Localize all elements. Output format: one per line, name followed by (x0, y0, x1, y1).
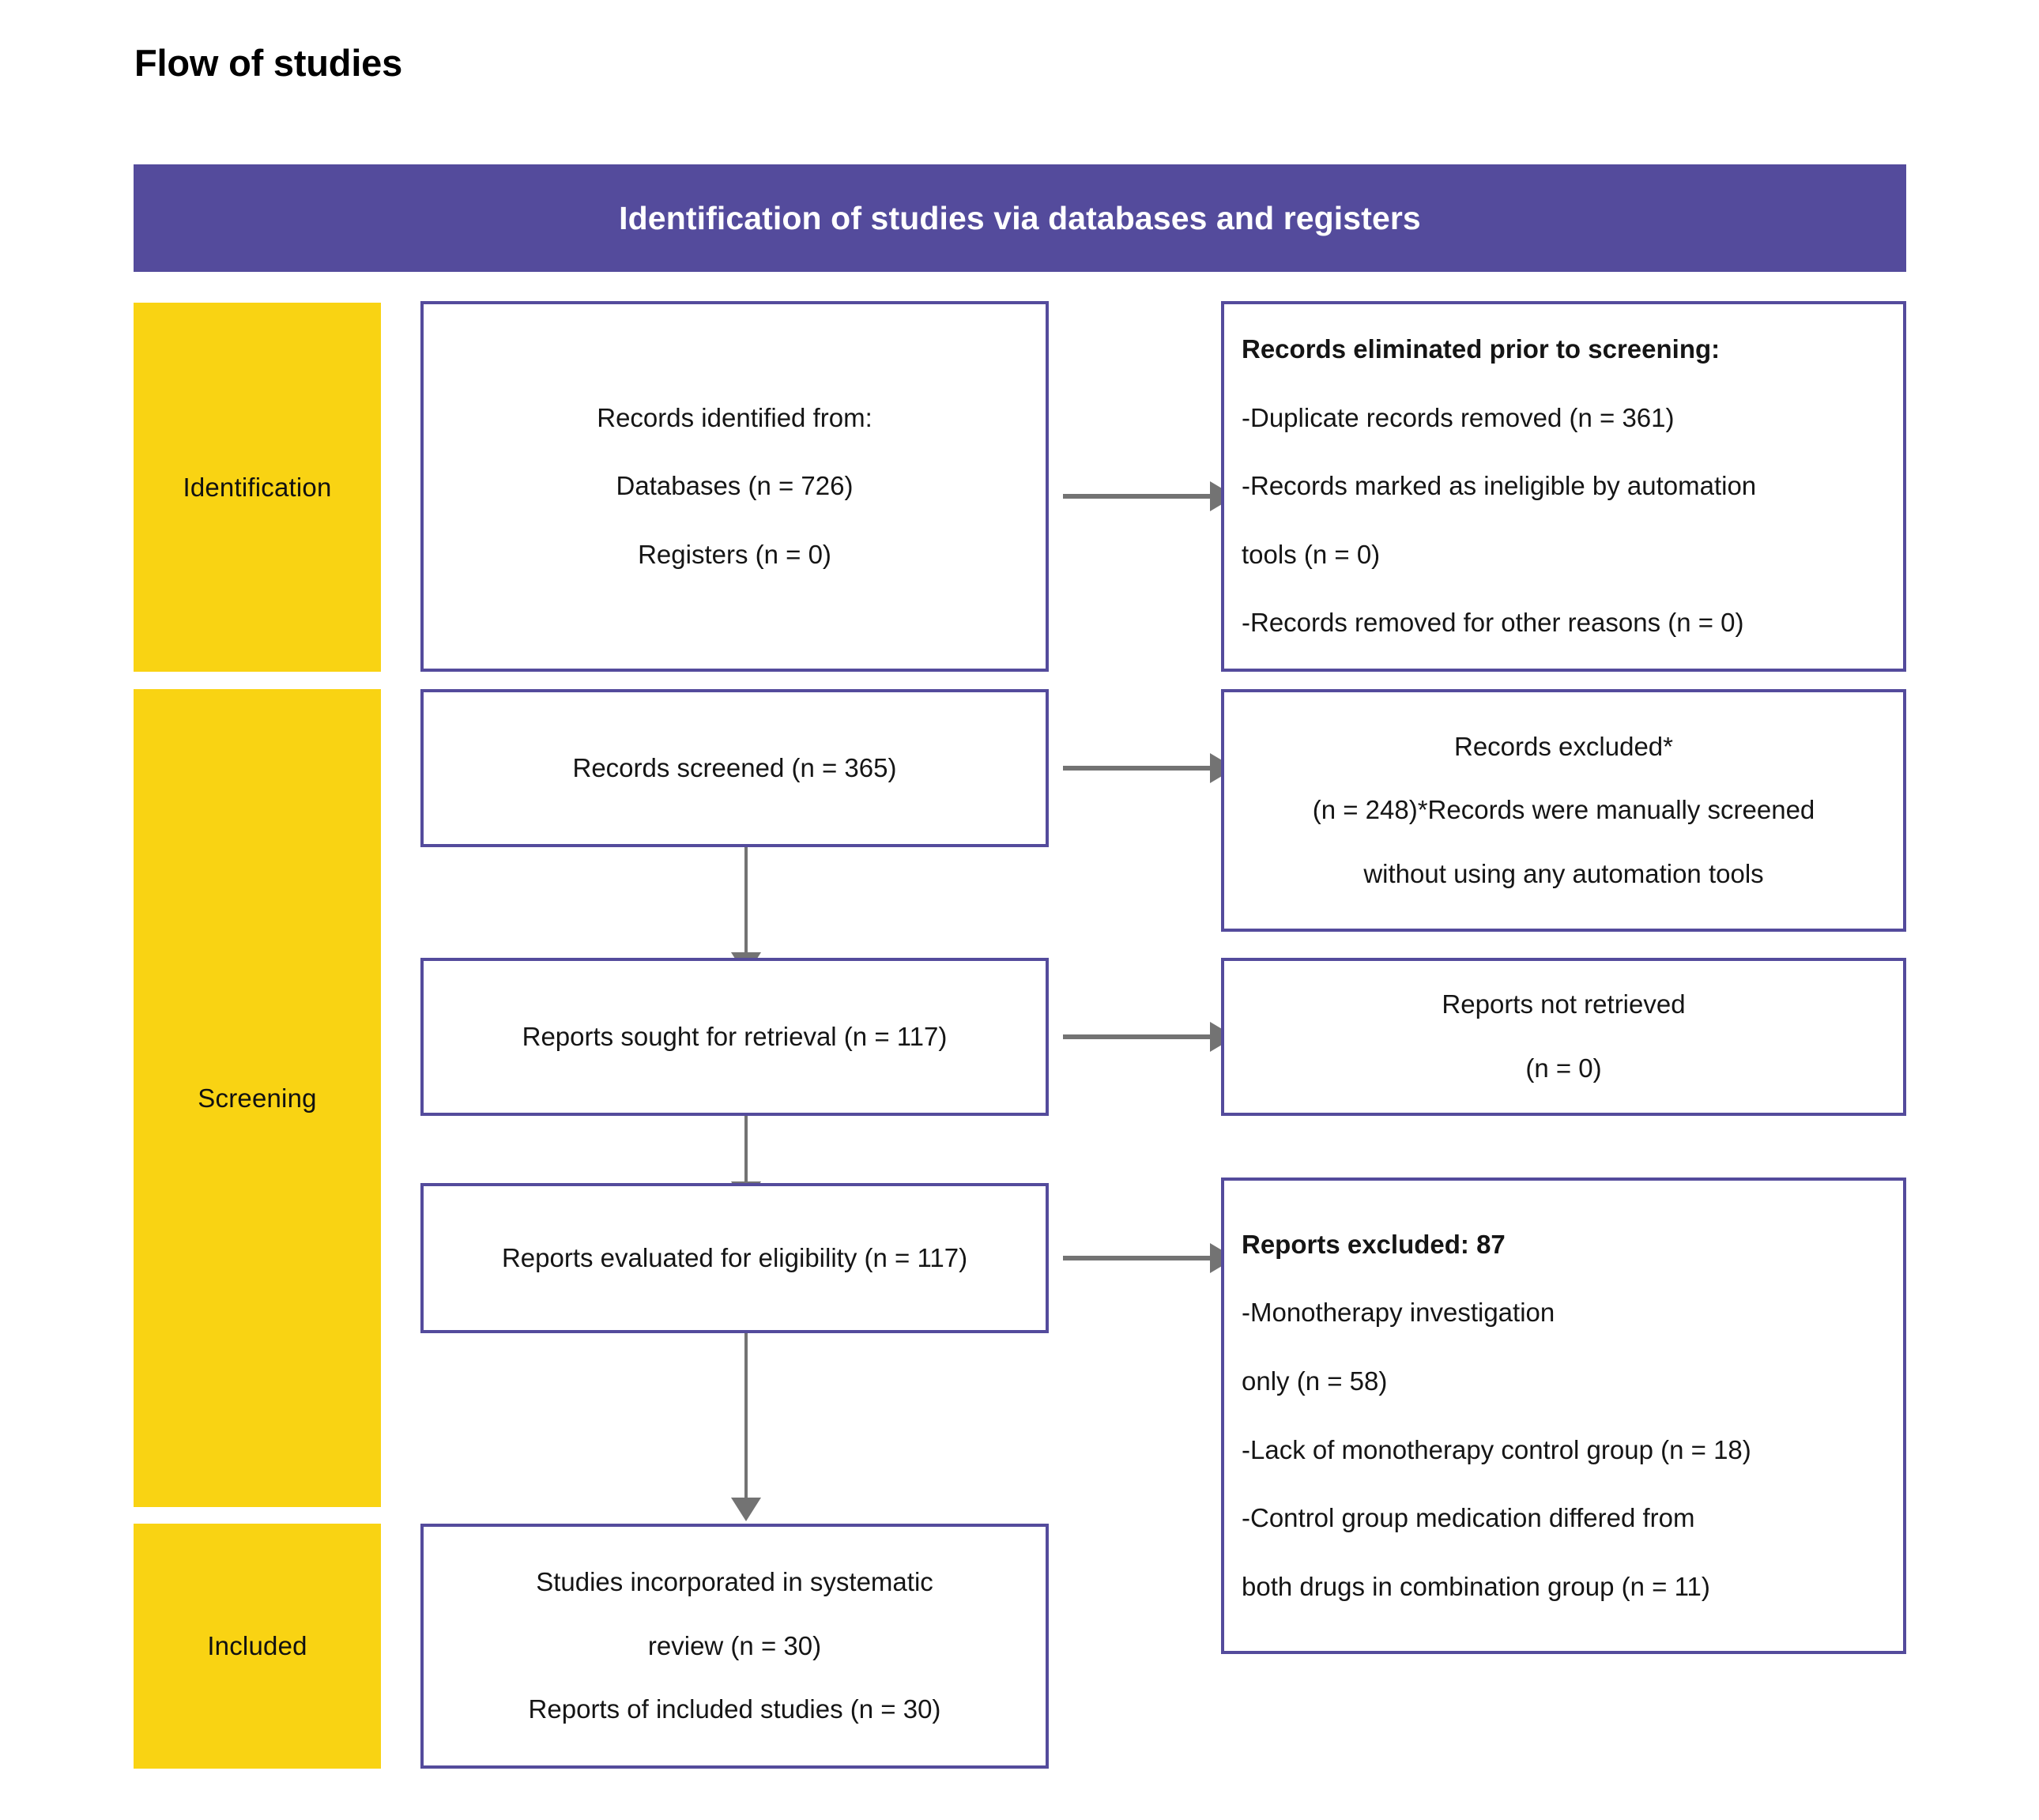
reports-sought-line-1: Reports sought for retrieval (n = 117) (522, 1021, 948, 1051)
records-eliminated-line-3: tools (n = 0) (1242, 539, 1381, 569)
reports-not-retrieved-line-2: (n = 0) (1525, 1053, 1602, 1083)
stage-screening: Screening (134, 689, 381, 1507)
banner-label: Identification of studies via databases … (619, 199, 1421, 236)
records-screened-line-1: Records screened (n = 365) (572, 752, 897, 782)
records-eliminated-heading: Records eliminated prior to screening: (1242, 333, 1721, 364)
box-reports-excluded: Reports excluded: 87 -Monotherapy invest… (1221, 1178, 1906, 1654)
reports-not-retrieved-line-1: Reports not retrieved (1442, 989, 1686, 1019)
box-records-eliminated: Records eliminated prior to screening: -… (1221, 301, 1906, 672)
records-eliminated-line-2: -Records marked as ineligible by automat… (1242, 471, 1757, 501)
studies-included-line-2: review (n = 30) (647, 1630, 822, 1660)
arrow-evaluated-to-included (731, 1333, 761, 1521)
studies-included-line-3: Reports of included studies (n = 30) (528, 1694, 941, 1724)
arrow-identified-to-eliminated (1063, 481, 1235, 511)
records-identified-line-1: Records identified from: (597, 402, 873, 432)
records-identified-line-3: Registers (n = 0) (638, 539, 831, 569)
stage-identification: Identification (134, 303, 381, 672)
records-eliminated-line-4: -Records removed for other reasons (n = … (1242, 608, 1744, 638)
arrow-evaluated-to-excluded (1063, 1243, 1235, 1273)
box-records-identified: Records identified from: Databases (n = … (420, 301, 1049, 672)
box-reports-not-retrieved: Reports not retrieved (n = 0) (1221, 958, 1906, 1116)
reports-excluded-line-3: -Lack of monotherapy control group (n = … (1242, 1434, 1751, 1464)
box-studies-included: Studies incorporated in systematic revie… (420, 1524, 1049, 1769)
reports-excluded-line-1: -Monotherapy investigation (1242, 1298, 1555, 1328)
reports-excluded-heading: Reports excluded: 87 (1242, 1229, 1506, 1259)
arrow-screened-to-excluded (1063, 753, 1235, 783)
reports-excluded-line-4: -Control group medication differed from (1242, 1503, 1695, 1533)
reports-evaluated-line-1: Reports evaluated for eligibility (n = 1… (501, 1242, 968, 1272)
arrow-sought-to-not-retrieved (1063, 1022, 1235, 1052)
box-records-screened: Records screened (n = 365) (420, 689, 1049, 847)
records-eliminated-line-1: -Duplicate records removed (n = 361) (1242, 402, 1675, 432)
records-excluded-line-1: Records excluded* (1454, 731, 1673, 761)
arrow-sought-to-evaluated (731, 1116, 761, 1205)
box-reports-evaluated: Reports evaluated for eligibility (n = 1… (420, 1183, 1049, 1333)
studies-included-line-1: Studies incorporated in systematic (536, 1567, 933, 1597)
reports-excluded-line-2: only (n = 58) (1242, 1366, 1388, 1396)
stage-label-included: Included (207, 1631, 307, 1660)
reports-excluded-line-5: both drugs in combination group (n = 11) (1242, 1571, 1710, 1601)
box-reports-sought: Reports sought for retrieval (n = 117) (420, 958, 1049, 1116)
stage-included: Included (134, 1524, 381, 1769)
stage-label-identification: Identification (183, 472, 332, 502)
identification-banner: Identification of studies via databases … (134, 164, 1906, 272)
records-excluded-line-3: without using any automation tools (1363, 858, 1764, 888)
page-title: Flow of studies (134, 42, 403, 84)
stage-label-screening: Screening (198, 1083, 317, 1113)
arrow-head-icon (731, 1498, 761, 1521)
records-identified-line-2: Databases (n = 726) (616, 471, 854, 501)
records-excluded-line-2: (n = 248)*Records were manually screened (1312, 795, 1815, 825)
box-records-excluded: Records excluded* (n = 248)*Records were… (1221, 689, 1906, 932)
arrow-screened-to-sought (731, 847, 761, 976)
